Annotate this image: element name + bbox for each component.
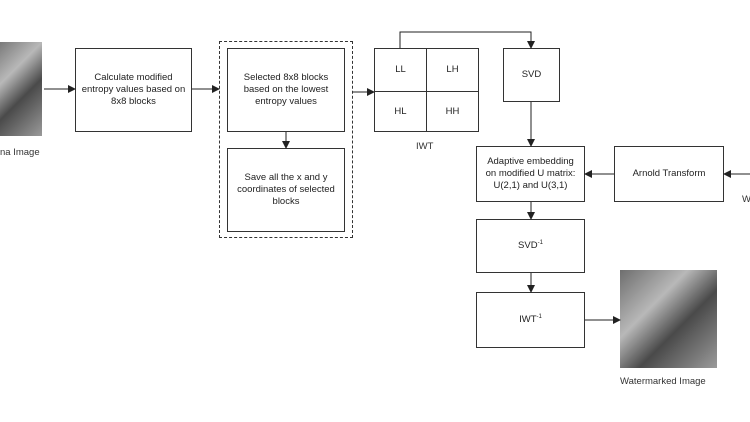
iwt-hh-label: HH [445,105,460,117]
input-image-label: na Image [0,147,40,158]
right-edge-fragment: W [742,194,750,205]
arnold-transform-text: Arnold Transform [632,168,706,179]
iwt-caption: IWT [416,141,434,152]
iwt-ll-label: LL [395,64,406,75]
adaptive-embedding-text: Adaptive embedding on modified U matrix:… [485,156,576,191]
selected-blocks-text: Selected 8x8 blocks based on the lowest … [243,72,329,107]
input-image [0,42,42,136]
iwt-inverse-text: IWT-1 [519,313,542,325]
iwt-hh-cell: HH [426,91,479,132]
save-coordinates-text: Save all the x and y coordinates of sele… [237,172,335,207]
iwt-lh-label: LH [446,64,459,75]
iwt-lh-cell: LH [426,48,479,92]
svd-inverse-text: SVD-1 [518,239,543,251]
arnold-transform-box: Arnold Transform [614,146,724,202]
iwt-hl-label: HL [394,105,407,117]
arrow-iwt-to-svd [399,31,535,49]
watermarked-image-label: Watermarked Image [620,376,706,387]
iwt-inverse-box: IWT-1 [476,292,585,348]
entropy-box-text: Calculate modified entropy values based … [81,72,186,107]
watermarked-image [620,270,717,368]
svd-box-text: SVD [521,69,542,80]
adaptive-embedding-box: Adaptive embedding on modified U matrix:… [476,146,585,202]
selection-group-border [219,41,353,238]
entropy-box: Calculate modified entropy values based … [75,48,192,132]
selected-blocks-box: Selected 8x8 blocks based on the lowest … [227,48,345,132]
save-coordinates-box: Save all the x and y coordinates of sele… [227,148,345,232]
